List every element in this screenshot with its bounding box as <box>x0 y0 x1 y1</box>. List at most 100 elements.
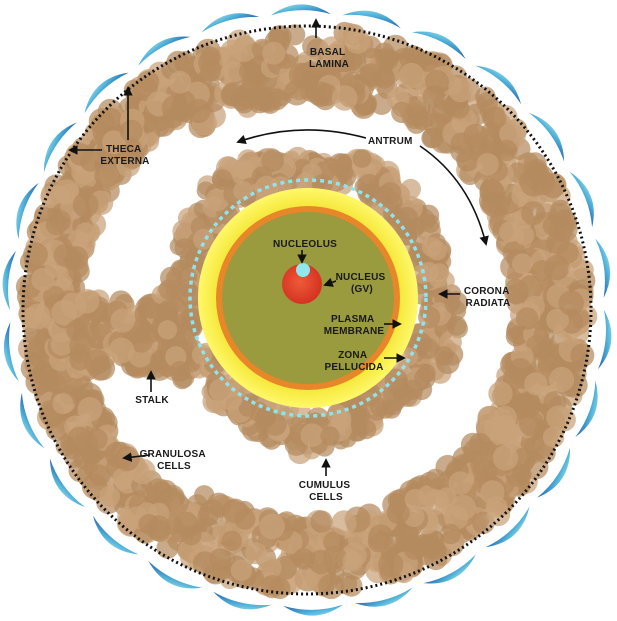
granulosa-cell <box>495 139 518 162</box>
arrow-granulosa-cells <box>122 452 151 462</box>
granulosa-cell <box>20 307 42 329</box>
theca-cell <box>597 309 612 370</box>
theca-cell <box>43 122 77 173</box>
granulosa-cell <box>90 355 116 381</box>
granulosa-cell <box>550 199 572 221</box>
granulosa-cell <box>75 222 96 243</box>
granulosa-cell <box>319 36 345 63</box>
granulosa-cell <box>521 201 546 226</box>
granulosa-cell <box>310 81 333 104</box>
theca-cell <box>201 13 260 33</box>
theca-cell <box>271 4 331 16</box>
granulosa-cell <box>292 548 315 570</box>
granulosa-cell <box>173 90 196 113</box>
theca-cell <box>475 65 522 105</box>
granulosa-cell <box>499 122 522 145</box>
granulosa-cell <box>556 241 579 264</box>
granulosa-cell <box>318 573 345 600</box>
granulosa-cell <box>320 426 340 446</box>
theca-cell <box>138 36 191 66</box>
granulosa-cell <box>357 173 381 198</box>
granulosa-cell <box>531 260 553 282</box>
granulosa-cell <box>193 551 217 575</box>
granulosa-cell <box>245 542 268 565</box>
granulosa-cell <box>150 481 173 504</box>
granulosa-cell <box>344 28 371 54</box>
granulosa-cell <box>398 62 425 89</box>
granulosa-cell <box>110 308 135 333</box>
granulosa-cell <box>52 393 74 415</box>
granulosa-cell <box>191 344 213 366</box>
granulosa-cell <box>108 337 135 364</box>
granulosa-cell <box>120 144 145 169</box>
granulosa-cell <box>412 110 433 131</box>
granulosa-cell <box>310 510 333 533</box>
granulosa-cell <box>174 238 195 258</box>
granulosa-cell <box>412 264 433 284</box>
label-theca-externa: THECA EXTERNA <box>100 144 149 167</box>
granulosa-cell <box>417 364 436 383</box>
granulosa-cell <box>468 432 492 455</box>
granulosa-cell <box>542 426 565 448</box>
theca-cell <box>485 506 530 548</box>
granulosa-cell <box>342 48 367 74</box>
theca-cell <box>575 380 598 438</box>
granulosa-cell <box>449 98 470 119</box>
theca-cell <box>537 447 571 498</box>
granulosa-cell <box>486 502 511 527</box>
granulosa-cell <box>481 191 508 218</box>
granulosa-cell <box>283 79 310 106</box>
granulosa-cell <box>450 132 473 155</box>
granulosa-cell <box>23 242 48 267</box>
granulosa-cell <box>524 372 548 396</box>
granulosa-cell <box>221 530 242 551</box>
granulosa-cell <box>293 566 318 591</box>
nucleolus <box>296 263 310 277</box>
granulosa-cell <box>308 549 333 575</box>
granulosa-cell <box>402 379 424 400</box>
granulosa-cell <box>446 315 467 336</box>
label-nucleus: NUCLEUS (GV) <box>336 272 389 295</box>
granulosa-cell <box>386 501 410 525</box>
granulosa-cell <box>568 258 590 281</box>
granulosa-cell <box>112 467 134 489</box>
granulosa-cell <box>211 169 233 191</box>
granulosa-cell <box>375 47 399 71</box>
granulosa-cell <box>72 192 99 218</box>
granulosa-cell <box>181 525 202 546</box>
granulosa-cell <box>178 283 201 306</box>
granulosa-cell <box>400 178 422 200</box>
granulosa-cell <box>483 106 507 130</box>
granulosa-cell <box>467 133 489 155</box>
granulosa-cell <box>331 510 357 536</box>
granulosa-cell <box>546 308 569 332</box>
label-zona-pellucida: ZONA PELLUCIDA <box>324 350 383 373</box>
granulosa-cell <box>300 423 325 447</box>
granulosa-cell <box>488 381 513 406</box>
theca-cell <box>354 587 413 607</box>
granulosa-cell <box>69 348 92 371</box>
granulosa-cell <box>230 559 253 581</box>
granulosa-cell <box>94 162 120 188</box>
granulosa-cell <box>448 471 473 496</box>
granulosa-cell <box>427 240 447 261</box>
theca-cell <box>16 182 39 240</box>
theca-cell <box>3 322 19 382</box>
granulosa-cell <box>157 320 178 340</box>
nucleus <box>282 264 322 304</box>
label-plasma-membrane: PLASMA MEMBRANE <box>324 314 385 337</box>
granulosa-cell <box>518 391 541 414</box>
granulosa-cell <box>116 512 138 535</box>
granulosa-cell <box>160 266 183 290</box>
granulosa-cell <box>68 260 90 283</box>
granulosa-cell <box>369 397 389 417</box>
granulosa-cell <box>302 35 324 57</box>
theca-cell <box>595 238 611 298</box>
arrow-nucleus <box>323 277 337 287</box>
oocyte <box>188 178 428 418</box>
granulosa-cell <box>356 419 377 440</box>
theca-cell <box>2 250 17 311</box>
granulosa-cell <box>49 210 71 232</box>
